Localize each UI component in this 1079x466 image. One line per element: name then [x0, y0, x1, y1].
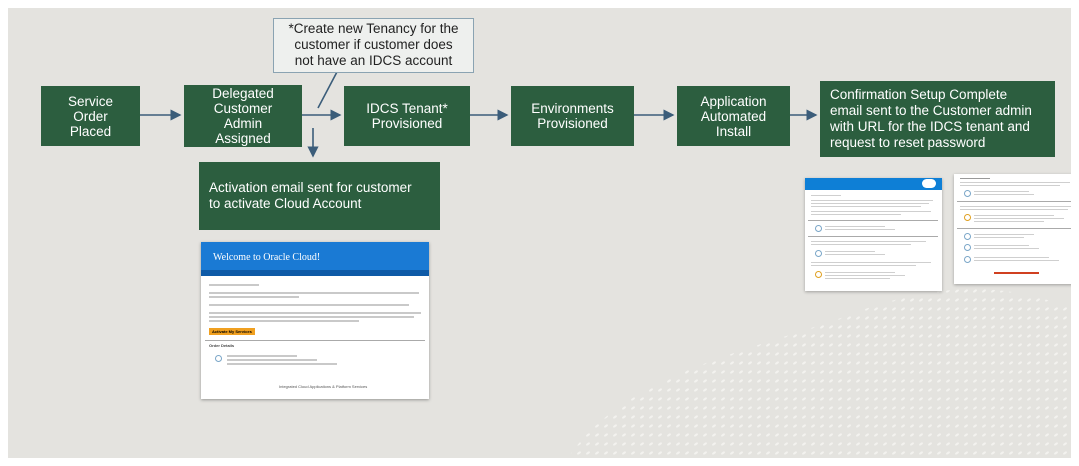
- activation-email-screenshot: Welcome to Oracle Cloud! Activate My Ser…: [201, 242, 429, 399]
- step-activation-email: Activation email sent for customer to ac…: [199, 162, 440, 230]
- email-footer: Integrated Cloud Applications & Platform…: [279, 384, 368, 389]
- order-details-label: Order Details: [209, 343, 235, 348]
- slide-canvas: *Create new Tenancy for the customer if …: [8, 8, 1071, 458]
- flow-arrows: [140, 69, 818, 158]
- step-environments: Environments Provisioned: [511, 86, 634, 146]
- tenancy-note: *Create new Tenancy for the customer if …: [273, 18, 474, 73]
- step-service-order: Service Order Placed: [41, 86, 140, 146]
- email-header-strip: [201, 270, 429, 276]
- email-header: Welcome to Oracle Cloud!: [201, 242, 429, 270]
- activate-services-button: Activate My Services: [209, 328, 255, 335]
- step-delegated-admin: Delegated Customer Admin Assigned: [184, 85, 302, 147]
- order-icon: [215, 355, 222, 362]
- step-confirmation: Confirmation Setup Complete email sent t…: [820, 81, 1055, 157]
- decorative-pattern: [568, 289, 1071, 458]
- step-idcs-tenant: IDCS Tenant* Provisioned: [344, 86, 470, 146]
- cloud-icon: [922, 179, 936, 188]
- confirmation-email-screenshot-2: [954, 174, 1071, 284]
- confirmation-email-screenshot-1: [805, 178, 942, 291]
- step-automated-install: Application Automated Install: [677, 86, 790, 146]
